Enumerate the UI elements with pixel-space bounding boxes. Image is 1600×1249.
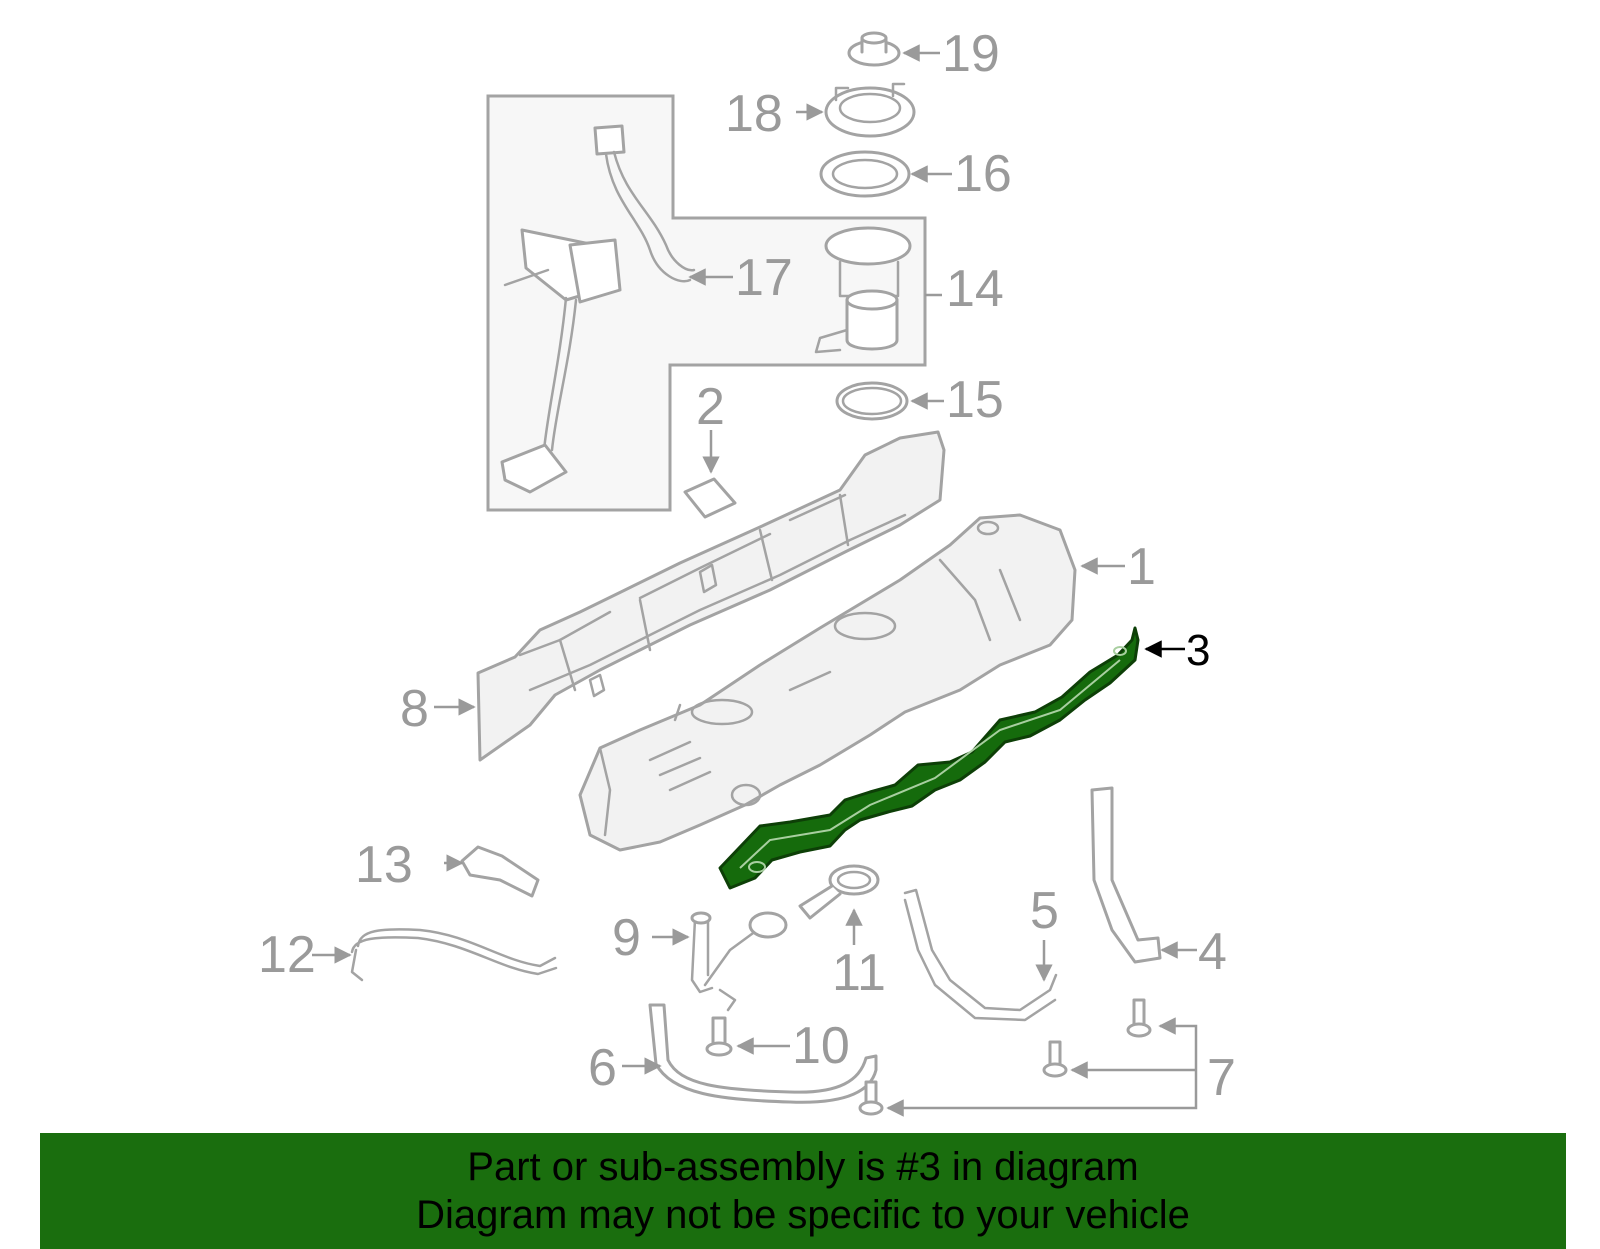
part-11-filler-housing [798, 864, 880, 920]
callout-6: 6 [588, 1039, 617, 1097]
leader-lines [312, 44, 1198, 1117]
part-17-sender-unit [500, 124, 696, 494]
part-18-lock-ring [824, 82, 916, 138]
callout-labels: 19 18 16 17 14 15 2 1 3 8 13 12 9 11 5 4… [258, 25, 1236, 1107]
part-2-label [683, 477, 737, 519]
callout-8: 8 [400, 680, 429, 738]
part-16-gasket [819, 150, 911, 198]
part-19-cap [847, 31, 901, 67]
part-8-heat-shield [476, 430, 946, 762]
callout-9: 9 [612, 909, 641, 967]
part-15-o-ring [835, 381, 909, 421]
part-9-filler-pipe [690, 911, 788, 1012]
callout-11: 11 [832, 944, 886, 1002]
banner-line-part: Part or sub-assembly is #3 in diagram [467, 1145, 1139, 1189]
callout-18: 18 [725, 85, 783, 143]
part-13-connector [460, 845, 540, 898]
info-banner: Part or sub-assembly is #3 in diagram Di… [40, 1133, 1566, 1249]
part-10-bolt [705, 1016, 733, 1057]
part-4-strap [1090, 786, 1162, 964]
callout-12: 12 [258, 926, 316, 984]
callout-7: 7 [1207, 1049, 1236, 1107]
callout-15: 15 [946, 371, 1004, 429]
banner-line-disclaimer: Diagram may not be specific to your vehi… [416, 1193, 1190, 1237]
callout-10: 10 [792, 1017, 850, 1075]
callout-16: 16 [954, 145, 1012, 203]
part-7-bolts [858, 998, 1152, 1116]
callout-13: 13 [355, 836, 413, 894]
callout-1: 1 [1127, 538, 1156, 596]
callout-19: 19 [942, 25, 1000, 83]
part-5-strap [903, 888, 1058, 1022]
part-12-vapor-line [350, 928, 558, 982]
pump-assembly-inset-box [486, 94, 927, 512]
callout-17: 17 [735, 249, 793, 307]
part-14-pump-module [814, 226, 912, 354]
callout-14: 14 [946, 260, 1004, 318]
callout-4: 4 [1198, 923, 1227, 981]
callout-3: 3 [1186, 626, 1210, 675]
part-3-highlighted-bracket [718, 626, 1140, 890]
callout-5: 5 [1030, 882, 1059, 940]
part-6-strap [648, 1003, 878, 1104]
part-1-fuel-tank [578, 513, 1077, 852]
callout-2: 2 [696, 378, 725, 436]
